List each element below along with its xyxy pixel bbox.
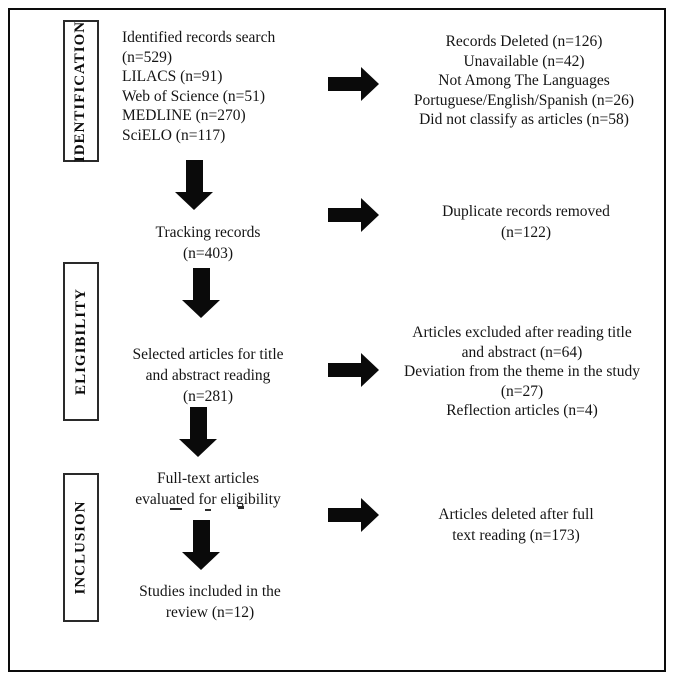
node-line: evaluated for eligibility (135, 491, 281, 508)
arrow-head (361, 198, 379, 232)
diagram-border (8, 8, 666, 672)
stage-box-eligibility: ELIGIBILITY (63, 262, 99, 421)
clipped-text-fragment (170, 508, 182, 510)
node-line: Records Deleted (n=126) (445, 33, 603, 50)
node-line: Portuguese/English/Spanish (n=26) (413, 91, 635, 109)
node-line: Full-text articles (156, 470, 259, 487)
node-line: Articles deleted after full (438, 506, 594, 523)
node-line: Deviation from the theme in the study (404, 363, 640, 380)
arrow-shaft (328, 77, 361, 91)
node-studies-included: Studies included in the review (n=12) (105, 581, 315, 623)
stage-box-inclusion: INCLUSION (63, 473, 99, 622)
node-line: review (n=12) (165, 604, 255, 621)
node-fulltext-evaluated: Full-text articles evaluated for eligibi… (103, 468, 313, 510)
stage-label-inclusion: INCLUSION (72, 500, 89, 595)
arrow-shaft (192, 520, 210, 552)
node-line: text reading (n=173) (452, 527, 580, 544)
clipped-text-fragment (205, 509, 211, 511)
stage-box-identification: IDENTIFICATION (63, 20, 99, 162)
node-line: (n=403) (182, 245, 234, 262)
arrow-head (182, 300, 220, 318)
node-line: (n=281) (182, 388, 234, 405)
node-line: Studies included in the (139, 583, 281, 600)
node-line: MEDLINE (n=270) (122, 107, 246, 124)
arrow-down-to-included (182, 520, 220, 570)
node-line: Identified records search (122, 29, 276, 46)
stage-label-identification: IDENTIFICATION (72, 20, 89, 162)
node-tracking-records: Tracking records (n=403) (108, 222, 308, 264)
clipped-text-fragment (238, 506, 244, 509)
node-deleted-fulltext: Articles deleted after full text reading… (366, 504, 666, 546)
arrow-right-to-deleted-fulltext (328, 498, 379, 532)
node-line: Articles excluded after reading title (412, 324, 632, 341)
arrow-head (361, 67, 379, 101)
node-line: (n=27) (500, 382, 544, 400)
arrow-right-to-records-deleted (328, 67, 379, 101)
arrow-down-to-fulltext (179, 407, 217, 457)
node-line: Web of Science (n=51) (122, 87, 266, 105)
node-line: Tracking records (155, 224, 261, 241)
node-identified-records: Identified records search (n=529) LILACS… (122, 28, 352, 145)
arrow-down-to-selected (182, 268, 220, 318)
arrow-shaft (185, 160, 203, 192)
arrow-head (175, 192, 213, 210)
arrow-head (179, 439, 217, 457)
node-line: and abstract reading (145, 367, 271, 384)
node-line: SciELO (n=117) (122, 126, 226, 144)
node-line: LILACS (n=91) (122, 68, 223, 85)
arrow-right-to-excluded (328, 353, 379, 387)
arrow-head (361, 353, 379, 387)
node-line: (n=529) (122, 48, 173, 66)
stage-label-eligibility: ELIGIBILITY (72, 288, 89, 395)
arrow-shaft (189, 407, 207, 439)
arrow-shaft (328, 363, 361, 377)
node-records-deleted: Records Deleted (n=126) Unavailable (n=4… (374, 32, 674, 130)
node-line: Duplicate records removed (442, 203, 610, 220)
arrow-shaft (328, 508, 361, 522)
node-line: Unavailable (n=42) (463, 52, 585, 70)
arrow-shaft (192, 268, 210, 300)
arrow-head (182, 552, 220, 570)
arrow-head (361, 498, 379, 532)
arrow-right-to-duplicates (328, 198, 379, 232)
node-line: Did not classify as articles (n=58) (419, 111, 629, 128)
node-line: (n=122) (500, 224, 552, 241)
arrow-shaft (328, 208, 361, 222)
node-duplicates-removed: Duplicate records removed (n=122) (376, 201, 674, 243)
node-line: and abstract (n=64) (461, 343, 583, 361)
node-selected-articles: Selected articles for title and abstract… (103, 344, 313, 407)
node-line: Reflection articles (n=4) (446, 402, 598, 419)
node-excluded-title-abstract: Articles excluded after reading title an… (370, 323, 674, 421)
node-line: Selected articles for title (132, 346, 284, 363)
arrow-down-to-tracking (175, 160, 213, 210)
node-line: Not Among The Languages (438, 72, 610, 89)
